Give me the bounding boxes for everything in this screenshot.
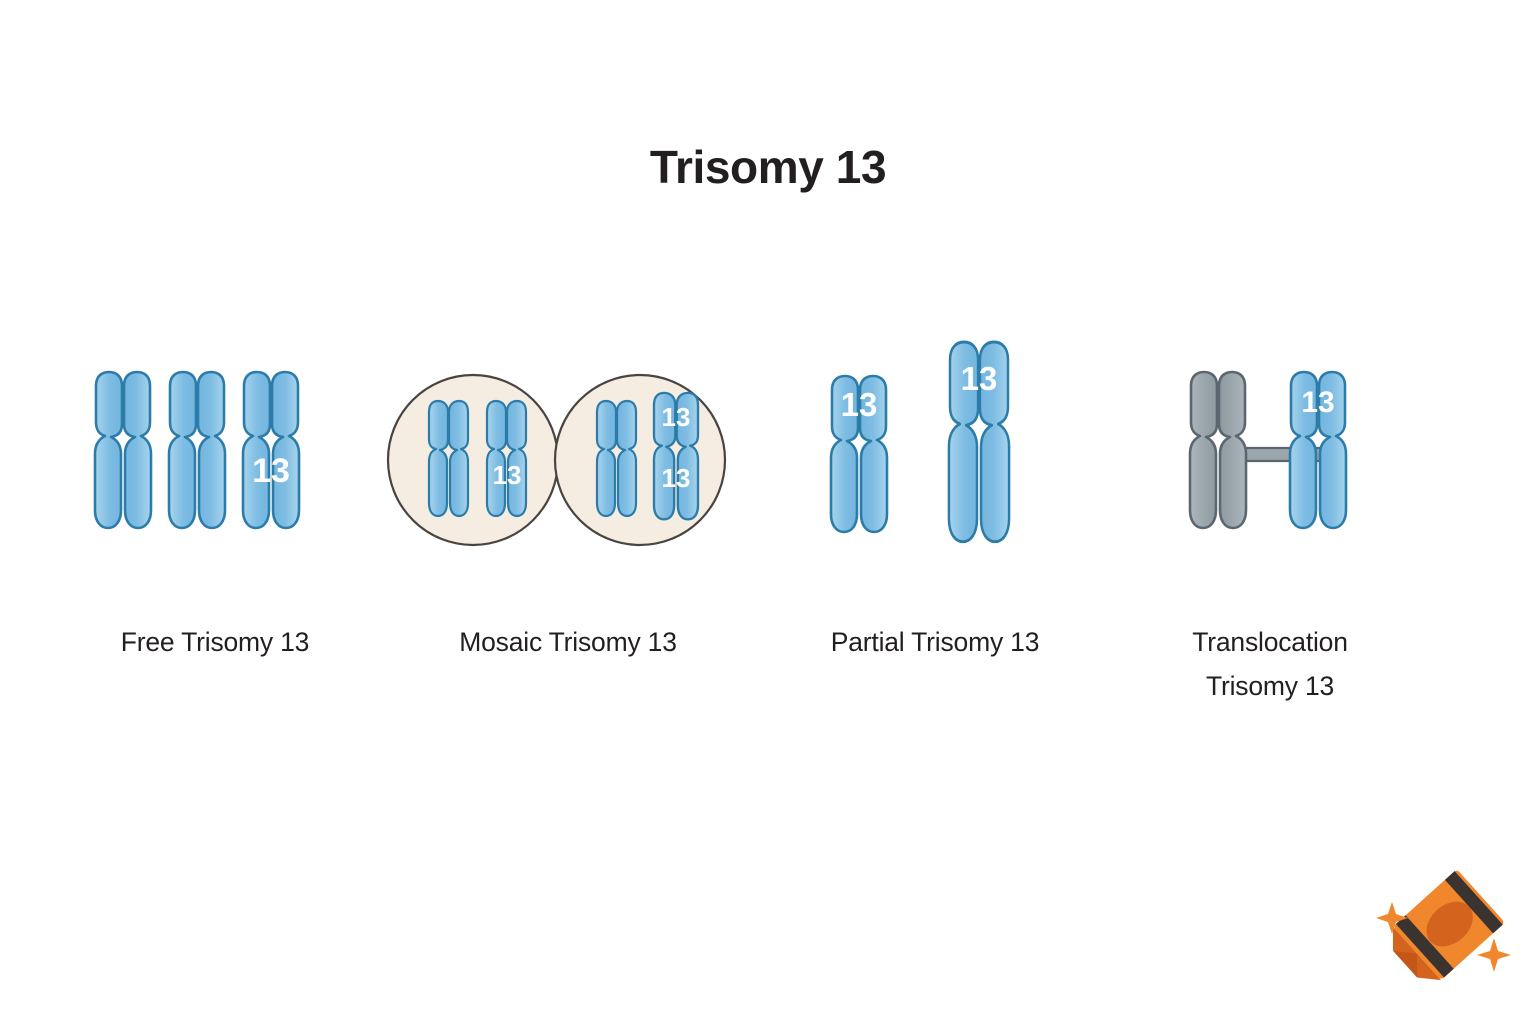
chromosome-2-double-labeled: 13 13 [652,391,700,521]
chromosome-number-label: 13 [493,460,522,490]
cell-trisomic: 13 13 [553,373,727,547]
panel-free-trisomy-13: 13 [80,330,350,590]
crayon-logo [1368,866,1518,994]
chromosome-number-label: 13 [252,452,290,490]
chromosome-number-label: 13 [961,360,998,397]
chromosome-3-labeled: 13 [241,370,301,530]
chromosome-number-label: 13 [841,386,878,423]
cell-membrane [553,373,727,547]
chromosome-number-label-upper: 13 [662,402,691,432]
chromosome-2 [167,370,227,530]
chromosome-2-labeled: 13 [485,399,528,518]
sparkle-icon-1 [1376,902,1408,934]
sparkle-icon-2 [1477,938,1511,972]
page-title: Trisomy 13 [649,141,887,193]
crayon-icon [1392,870,1504,981]
caption-free-trisomy-13: Free Trisomy 13 [120,627,310,657]
chromosome-carrier-gray [1188,370,1248,530]
panel-mosaic-trisomy-13: 13 13 13 [375,330,755,590]
chromosome-1 [93,370,153,530]
chromosome-number-label-lower: 13 [662,463,691,493]
panel-translocation-trisomy-13: 13 [1175,330,1375,590]
chromosome-extra-13: 13 [1288,370,1348,530]
caption-mosaic-trisomy-13: Mosaic Trisomy 13 [459,627,677,657]
caption-line-2: Trisomy 13 [1205,671,1335,701]
cell-membrane [386,373,560,547]
caption-translocation-trisomy-13: Translocation Trisomy 13 [1120,620,1420,708]
chromosome-number-label: 13 [1301,386,1334,419]
cell-normal: 13 [386,373,560,547]
caption-partial-trisomy-13: Partial Trisomy 13 [830,627,1040,657]
chromosome-elongated: 13 [947,340,1011,544]
chromosome-normal: 13 [829,374,889,534]
panel-partial-trisomy-13: 13 13 [810,330,1070,590]
caption-line-1: Translocation [1192,627,1348,657]
